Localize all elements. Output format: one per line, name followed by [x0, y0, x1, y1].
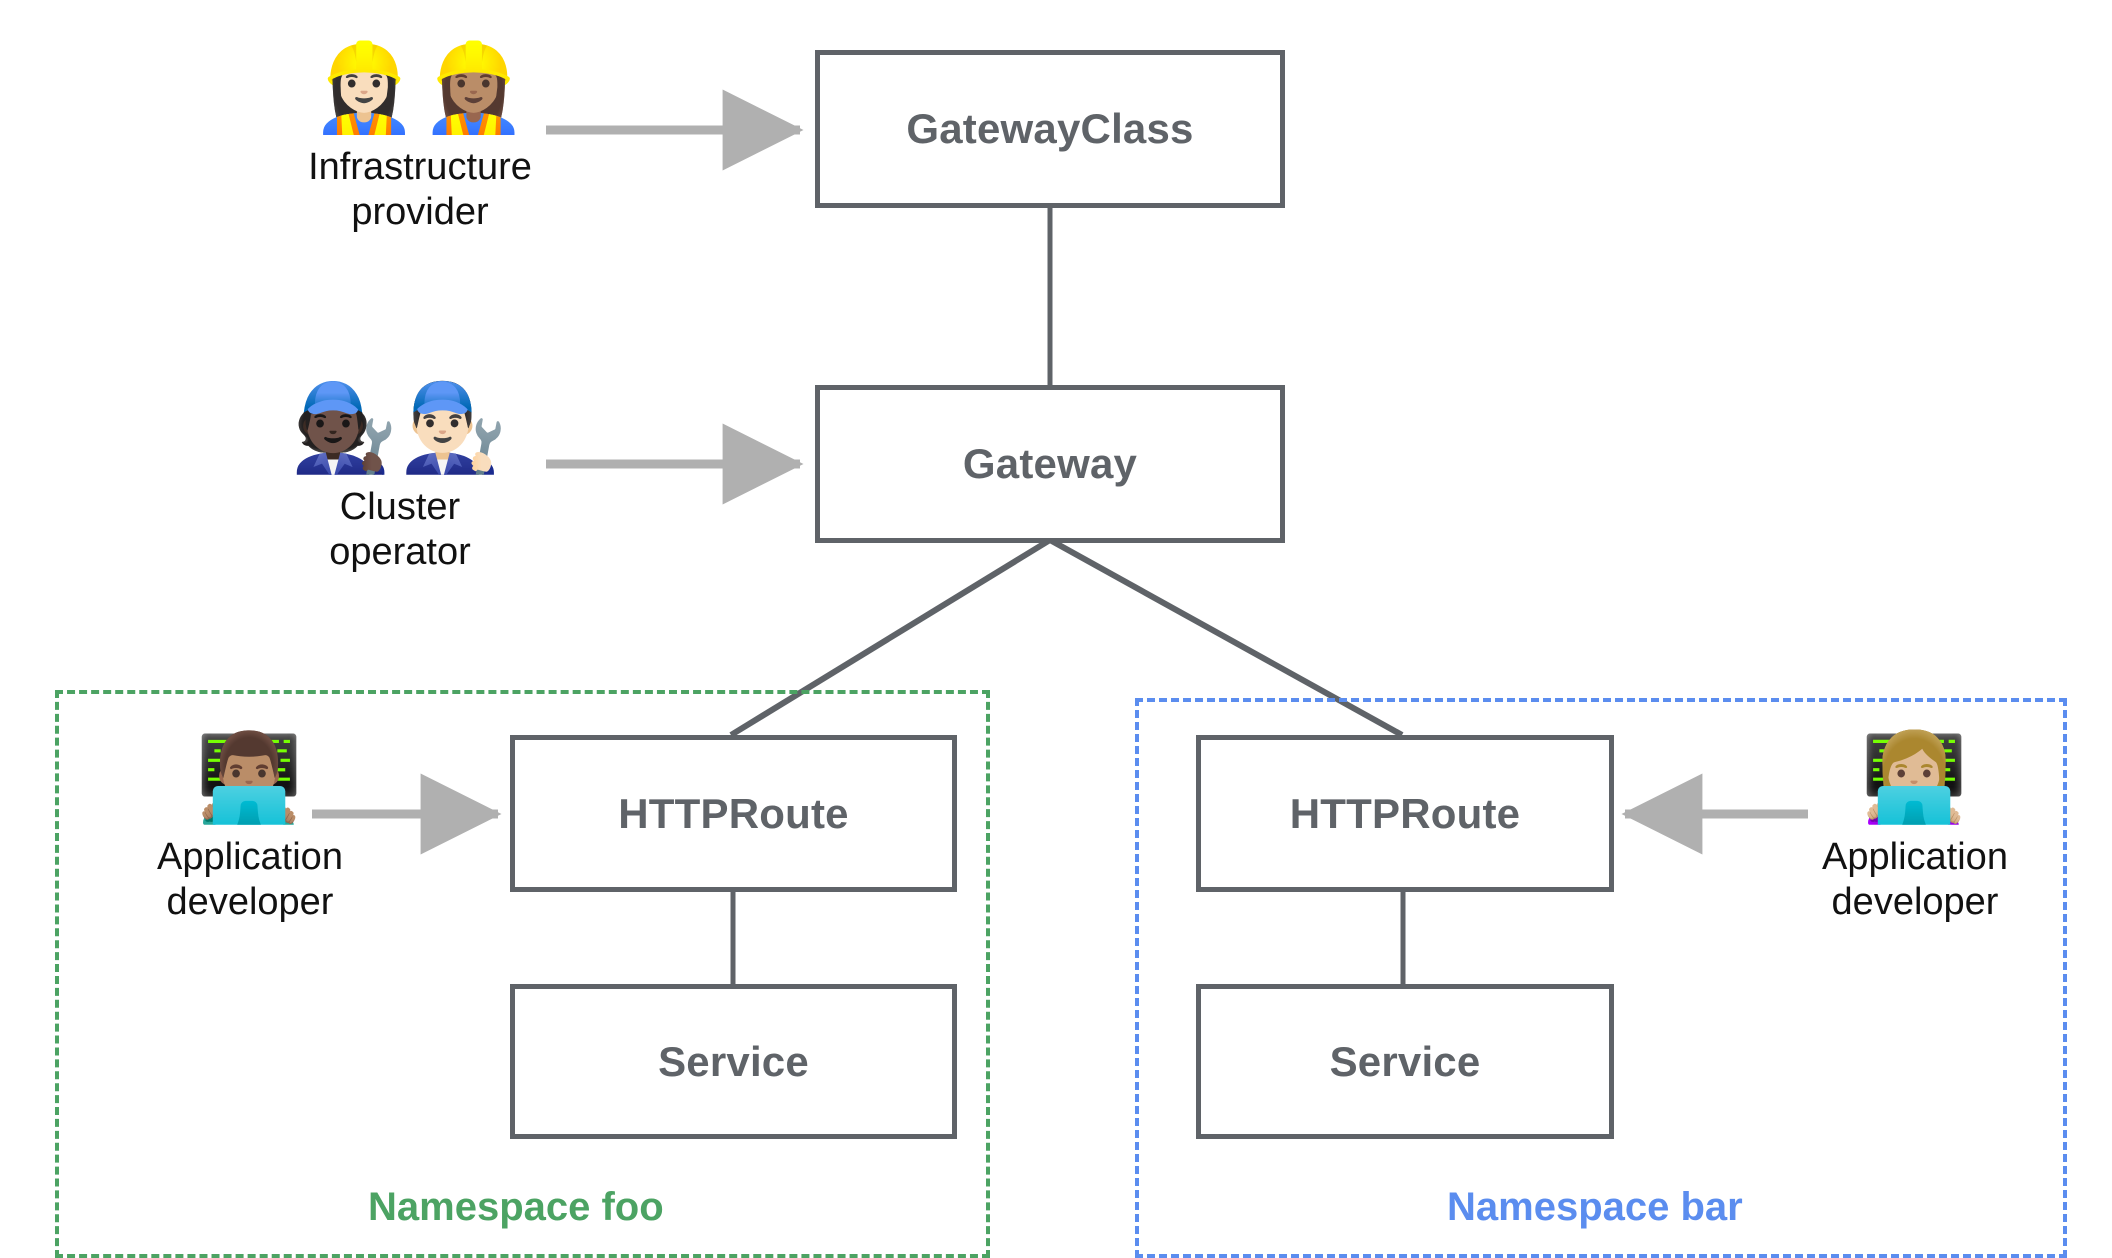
- construction-worker-women-icon: 👷🏻‍♀️👷🏽‍♀️: [310, 40, 530, 136]
- persona-app-developer-bar-caption: Application developer: [1822, 836, 2008, 923]
- node-gateway[interactable]: Gateway: [815, 385, 1285, 543]
- node-httproute-foo[interactable]: HTTPRoute: [510, 735, 957, 892]
- node-httproute-bar[interactable]: HTTPRoute: [1196, 735, 1614, 892]
- namespace-foo-container: [55, 690, 990, 1258]
- persona-infrastructure-provider-caption: Infrastructure provider: [308, 146, 532, 233]
- persona-cluster-operator-caption: Cluster operator: [329, 486, 471, 573]
- node-gatewayclass[interactable]: GatewayClass: [815, 50, 1285, 208]
- node-httproute-foo-label: HTTPRoute: [618, 789, 849, 837]
- persona-infrastructure-provider: 👷🏻‍♀️👷🏽‍♀️ Infrastructure provider: [270, 45, 570, 235]
- node-service-bar-label: Service: [1329, 1037, 1481, 1085]
- node-service-bar[interactable]: Service: [1196, 984, 1614, 1139]
- namespace-bar-label: Namespace bar: [1447, 1185, 1743, 1229]
- persona-cluster-operator: 🧑🏿‍🔧👨🏻‍🔧 Cluster operator: [250, 385, 550, 575]
- node-service-foo-label: Service: [658, 1037, 809, 1085]
- man-technologist-icon: 👨🏽‍💻: [195, 730, 305, 826]
- mechanic-people-icon: 🧑🏿‍🔧👨🏻‍🔧: [290, 380, 510, 476]
- persona-app-developer-foo: 👨🏽‍💻 Application developer: [100, 735, 400, 925]
- node-service-foo[interactable]: Service: [510, 984, 957, 1139]
- namespace-bar-container: [1135, 698, 2067, 1258]
- node-httproute-bar-label: HTTPRoute: [1289, 789, 1521, 837]
- woman-technologist-icon: 👩🏼‍💻: [1860, 730, 1970, 826]
- node-gateway-label: Gateway: [962, 440, 1138, 487]
- persona-app-developer-bar: 👩🏼‍💻 Application developer: [1765, 735, 2065, 925]
- namespace-foo-label: Namespace foo: [368, 1185, 664, 1229]
- persona-app-developer-foo-caption: Application developer: [157, 836, 343, 923]
- node-gatewayclass-label: GatewayClass: [906, 105, 1194, 152]
